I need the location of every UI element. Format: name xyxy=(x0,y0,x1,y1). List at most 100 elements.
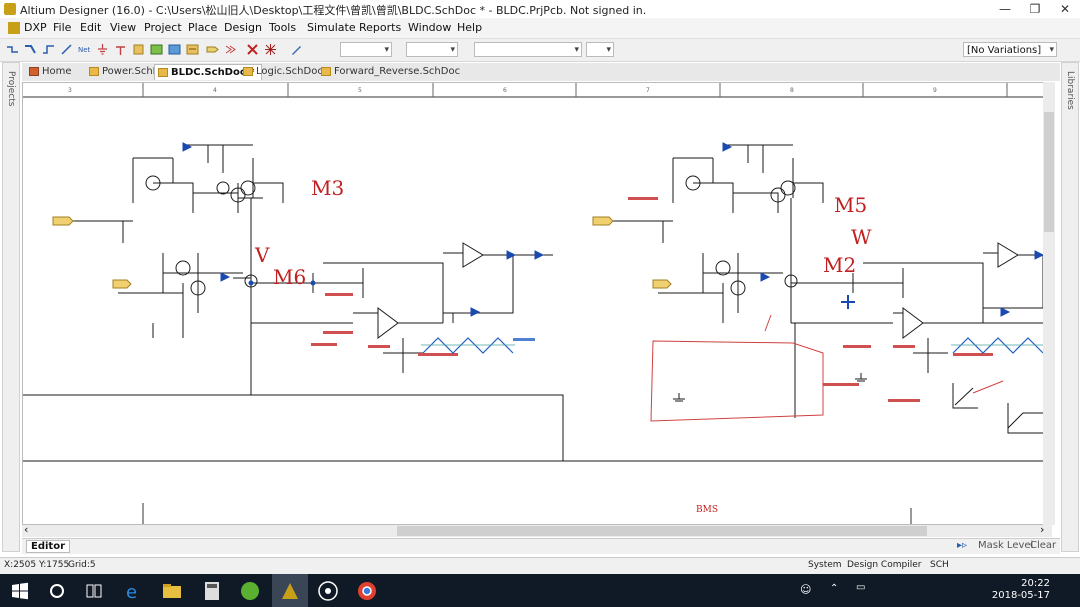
ruler-8: 8 xyxy=(790,87,794,94)
menu-tools[interactable]: Tools xyxy=(269,21,297,34)
menu-edit[interactable]: Edit xyxy=(80,21,102,34)
people-icon[interactable]: ☺ xyxy=(800,583,812,596)
menu-file[interactable]: File xyxy=(53,21,72,34)
document-tabs: Home Power.SchDoc BLDC.SchDoc * Logic.Sc… xyxy=(22,63,1060,81)
left-circuit xyxy=(23,144,1051,462)
right-circuit xyxy=(613,144,1051,418)
file-explorer-icon[interactable] xyxy=(160,579,184,603)
menu-window[interactable]: Window xyxy=(408,21,452,34)
tab-bldc[interactable]: BLDC.SchDoc * xyxy=(154,64,262,80)
altium-logo-icon xyxy=(4,3,16,15)
gnd-port-icon[interactable] xyxy=(96,43,109,56)
svg-text:Net: Net xyxy=(78,46,91,54)
input-port-4 xyxy=(652,279,672,289)
port-icon[interactable] xyxy=(206,43,219,56)
label-v: V xyxy=(255,243,270,267)
pen-tool-icon[interactable] xyxy=(290,43,303,56)
cursor-coordinates: X:2505 Y:1755 xyxy=(4,560,70,570)
vcc-port-icon[interactable] xyxy=(114,43,127,56)
close-button[interactable]: ✕ xyxy=(1059,2,1071,16)
dxp-icon xyxy=(8,22,20,34)
altium-taskbar-item[interactable] xyxy=(272,574,308,607)
align-combo[interactable] xyxy=(586,42,614,58)
schdoc-icon xyxy=(158,68,168,77)
vertical-scrollbar[interactable] xyxy=(1043,82,1055,525)
ruler-3: 3 xyxy=(68,87,72,94)
scroll-right-icon[interactable]: › xyxy=(1040,523,1045,536)
calculator-icon[interactable] xyxy=(200,579,224,603)
tab-home[interactable]: Home xyxy=(26,64,78,80)
clock-date: 2018-05-17 xyxy=(991,590,1050,601)
tray-chevron-icon[interactable]: ⌃ xyxy=(830,583,839,594)
scroll-left-icon[interactable]: ‹ xyxy=(24,523,29,536)
menu-place[interactable]: Place xyxy=(188,21,218,34)
tab-logic[interactable]: Logic.SchDoc xyxy=(240,64,329,80)
libraries-panel-label: Libraries xyxy=(1065,71,1075,110)
signal-harness-icon[interactable] xyxy=(42,43,55,56)
schdoc-icon xyxy=(89,67,99,76)
minimize-button[interactable]: — xyxy=(999,2,1011,16)
label-m3: M3 xyxy=(311,176,345,200)
style-combo[interactable] xyxy=(474,42,582,58)
menu-simulate[interactable]: Simulate xyxy=(307,21,356,34)
label-bms: BMS xyxy=(696,505,718,515)
filter-icon[interactable]: ▸▹ xyxy=(957,540,968,551)
sheet-entry-icon[interactable] xyxy=(168,43,181,56)
design-compiler-button[interactable]: Design Compiler xyxy=(847,560,922,570)
projects-panel[interactable]: Projects xyxy=(2,62,20,552)
bus-entry-icon[interactable] xyxy=(60,43,73,56)
sheet-symbol-icon[interactable] xyxy=(150,43,163,56)
input-port-1 xyxy=(52,216,74,226)
ruler-4: 4 xyxy=(213,87,217,94)
compile-mask-icon[interactable] xyxy=(264,43,277,56)
net-label-icon[interactable]: Net xyxy=(78,43,91,56)
windows-start-icon[interactable] xyxy=(8,579,32,603)
wire-tool-icon[interactable] xyxy=(6,43,19,56)
menu-project[interactable]: Project xyxy=(144,21,182,34)
label-m5: M5 xyxy=(834,193,868,217)
editor-tab[interactable]: Editor xyxy=(26,540,70,553)
tab-power[interactable]: Power.SchDoc xyxy=(86,64,178,80)
label-m2: M2 xyxy=(823,253,857,277)
horizontal-scroll-thumb[interactable] xyxy=(397,526,927,536)
bottom-panel-bar: Editor ▸▹ Mask Level Clear xyxy=(22,538,1060,554)
camera-app-icon[interactable] xyxy=(316,579,340,603)
green-app-icon[interactable] xyxy=(238,579,262,603)
input-port-2 xyxy=(112,279,132,289)
horizontal-scrollbar[interactable]: ‹ › xyxy=(22,523,1052,537)
menu-dxp[interactable]: DXP xyxy=(24,21,47,34)
svg-text:e: e xyxy=(126,582,137,603)
search-icon[interactable] xyxy=(45,579,69,603)
no-erc-icon[interactable] xyxy=(246,43,259,56)
mask-level-button[interactable]: Mask Level xyxy=(978,540,1034,551)
grid-readout: Grid:5 xyxy=(68,560,96,570)
variations-combo[interactable]: [No Variations] xyxy=(963,42,1057,58)
menu-view[interactable]: View xyxy=(110,21,137,34)
vertical-scroll-thumb[interactable] xyxy=(1044,112,1054,232)
tab-forward-reverse[interactable]: Forward_Reverse.SchDoc xyxy=(318,64,466,80)
schematic-canvas[interactable]: 3 4 5 6 7 8 9 xyxy=(22,82,1052,525)
offsheet-connector-icon[interactable] xyxy=(224,43,237,56)
menu-design[interactable]: Design xyxy=(224,21,262,34)
bus-tool-icon[interactable] xyxy=(24,43,37,56)
sch-button[interactable]: SCH xyxy=(930,560,949,570)
clear-button[interactable]: Clear xyxy=(1030,540,1057,551)
menu-reports[interactable]: Reports xyxy=(359,21,402,34)
schematic-drawing: 3 4 5 6 7 8 9 xyxy=(23,83,1051,524)
libraries-panel[interactable]: Libraries xyxy=(1061,62,1079,552)
part-icon[interactable] xyxy=(132,43,145,56)
ruler-6: 6 xyxy=(503,87,507,94)
device-sheet-icon[interactable] xyxy=(186,43,199,56)
home-icon xyxy=(29,67,39,76)
font-combo[interactable] xyxy=(340,42,392,58)
size-combo[interactable] xyxy=(406,42,458,58)
chrome-icon[interactable] xyxy=(355,579,379,603)
task-view-icon[interactable] xyxy=(82,579,106,603)
menu-help[interactable]: Help xyxy=(457,21,483,34)
label-m6: M6 xyxy=(273,265,307,289)
restore-button[interactable]: ❐ xyxy=(1029,2,1041,16)
tray-network-icon[interactable]: ▭ xyxy=(856,582,866,593)
system-button[interactable]: System xyxy=(808,560,842,570)
edge-browser-icon[interactable]: e xyxy=(122,579,146,603)
schdoc-icon xyxy=(243,67,253,76)
